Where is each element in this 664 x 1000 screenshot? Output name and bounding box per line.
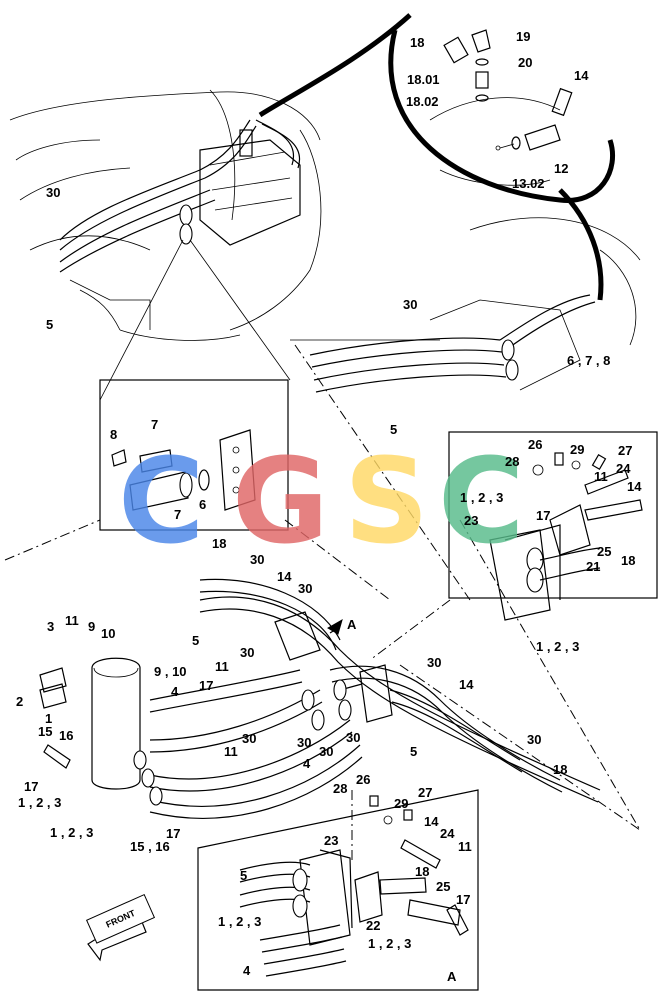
callout-c11c: 11	[215, 659, 229, 674]
callout-c18c: 18	[621, 553, 636, 568]
callout-c28a: 28	[505, 454, 520, 469]
callout-c123a: 1 , 2 , 3	[460, 490, 504, 505]
callout-c5e: 5	[240, 868, 248, 883]
callout-c14a: 14	[574, 68, 589, 83]
callout-c1802: 18.02	[406, 94, 439, 109]
callout-c14b: 14	[627, 479, 642, 494]
callout-c30c: 30	[250, 552, 265, 567]
callout-c9a: 9	[88, 619, 96, 634]
callout-c5c: 5	[192, 633, 200, 648]
callout-c11d: 11	[224, 744, 238, 759]
callout-c123e: 1 , 2 , 3	[218, 914, 262, 929]
upper-left-assembly	[9, 89, 322, 341]
upper-right-detail	[258, 13, 616, 203]
callout-c30i: 30	[346, 730, 361, 745]
callout-c12: 12	[554, 161, 569, 176]
callout-c18a: 18	[410, 35, 425, 50]
callout-c30f: 30	[427, 655, 442, 670]
callout-c5b: 5	[390, 422, 398, 437]
callout-c30g: 30	[242, 731, 257, 746]
callout-c1: 1	[45, 711, 53, 726]
callout-c14d: 14	[459, 677, 474, 692]
callout-c16a: 16	[59, 728, 74, 743]
callout-c21: 21	[586, 559, 601, 574]
callout-c29a: 29	[570, 442, 585, 457]
callout-c17a: 17	[536, 508, 551, 523]
callout-c11a: 11	[594, 469, 608, 484]
callout-c6a: 6	[199, 497, 207, 512]
main-lower-assembly	[39, 578, 601, 819]
callout-c25a: 25	[597, 544, 612, 559]
callout-c17e: 17	[456, 892, 471, 907]
detail-box-right	[448, 431, 658, 621]
callout-c30b: 30	[403, 297, 418, 312]
callout-c14c: 14	[277, 569, 292, 584]
leader-lines	[4, 344, 641, 831]
callout-c30e: 30	[240, 645, 255, 660]
callout-cA2: A	[447, 969, 457, 984]
callout-c28b: 28	[333, 781, 348, 796]
callout-c7a: 7	[151, 417, 159, 432]
callout-c25b: 25	[436, 879, 451, 894]
watermark-letter-c2: C	[438, 432, 525, 570]
callout-c8a: 8	[110, 427, 118, 442]
callout-c24b: 24	[440, 826, 455, 841]
callout-c18b: 18	[212, 536, 227, 551]
callout-c20: 20	[518, 55, 533, 70]
callout-c17d: 17	[166, 826, 181, 841]
callout-c27a: 27	[618, 443, 633, 458]
callout-c3a: 3	[47, 619, 55, 634]
callout-c678: 6 , 7 , 8	[567, 353, 611, 368]
callout-c30d: 30	[298, 581, 313, 596]
callout-c4c: 4	[243, 963, 251, 978]
callout-c29b: 29	[394, 796, 409, 811]
callout-c27b: 27	[418, 785, 433, 800]
callout-c30j: 30	[319, 744, 334, 759]
callout-c14e: 14	[424, 814, 439, 829]
callout-cA1: A	[347, 617, 357, 632]
callout-c7b: 7	[174, 507, 182, 522]
callout-c1516: 15 , 16	[130, 839, 170, 854]
callout-c123c: 1 , 2 , 3	[18, 795, 62, 810]
callout-c5a: 5	[46, 317, 54, 332]
callout-c2: 2	[16, 694, 24, 709]
callout-c30a: 30	[46, 185, 61, 200]
callout-c24a: 24	[616, 461, 631, 476]
watermark-letter-g: G	[232, 432, 329, 570]
callout-c910: 9 , 10	[154, 664, 187, 679]
callout-c123b: 1 , 2 , 3	[536, 639, 580, 654]
callout-c1801: 18.01	[407, 72, 440, 87]
callout-c26b: 26	[356, 772, 371, 787]
detail-box-left	[99, 239, 291, 531]
callout-c123f: 1 , 2 , 3	[368, 936, 412, 951]
callout-c18d: 18	[553, 762, 568, 777]
callout-c22: 22	[366, 918, 381, 933]
callout-c5d: 5	[410, 744, 418, 759]
callout-c23a: 23	[464, 513, 479, 528]
callout-c123d: 1 , 2 , 3	[50, 825, 94, 840]
callout-c19: 19	[516, 29, 531, 44]
watermark-letter-c1: C	[118, 432, 205, 570]
callout-c17b: 17	[199, 678, 214, 693]
callout-c18e: 18	[415, 864, 430, 879]
callout-c17c: 17	[24, 779, 39, 794]
watermark-letter-s: S	[344, 432, 429, 570]
callout-c4a: 4	[171, 684, 179, 699]
callout-c1302: 13.02	[512, 176, 545, 191]
callout-c4b: 4	[303, 756, 311, 771]
mid-right-assembly	[290, 188, 641, 393]
detail-box-bottom	[197, 789, 479, 991]
callout-c11b: 11	[65, 613, 79, 628]
callout-c11e: 11	[458, 839, 472, 854]
callout-c26a: 26	[528, 437, 543, 452]
callout-c15a: 15	[38, 724, 53, 739]
callout-c10a: 10	[101, 626, 116, 641]
callout-c30k: 30	[527, 732, 542, 747]
front-label: FRONT	[104, 907, 137, 930]
callout-c30h: 30	[297, 735, 312, 750]
callout-c23b: 23	[324, 833, 339, 848]
